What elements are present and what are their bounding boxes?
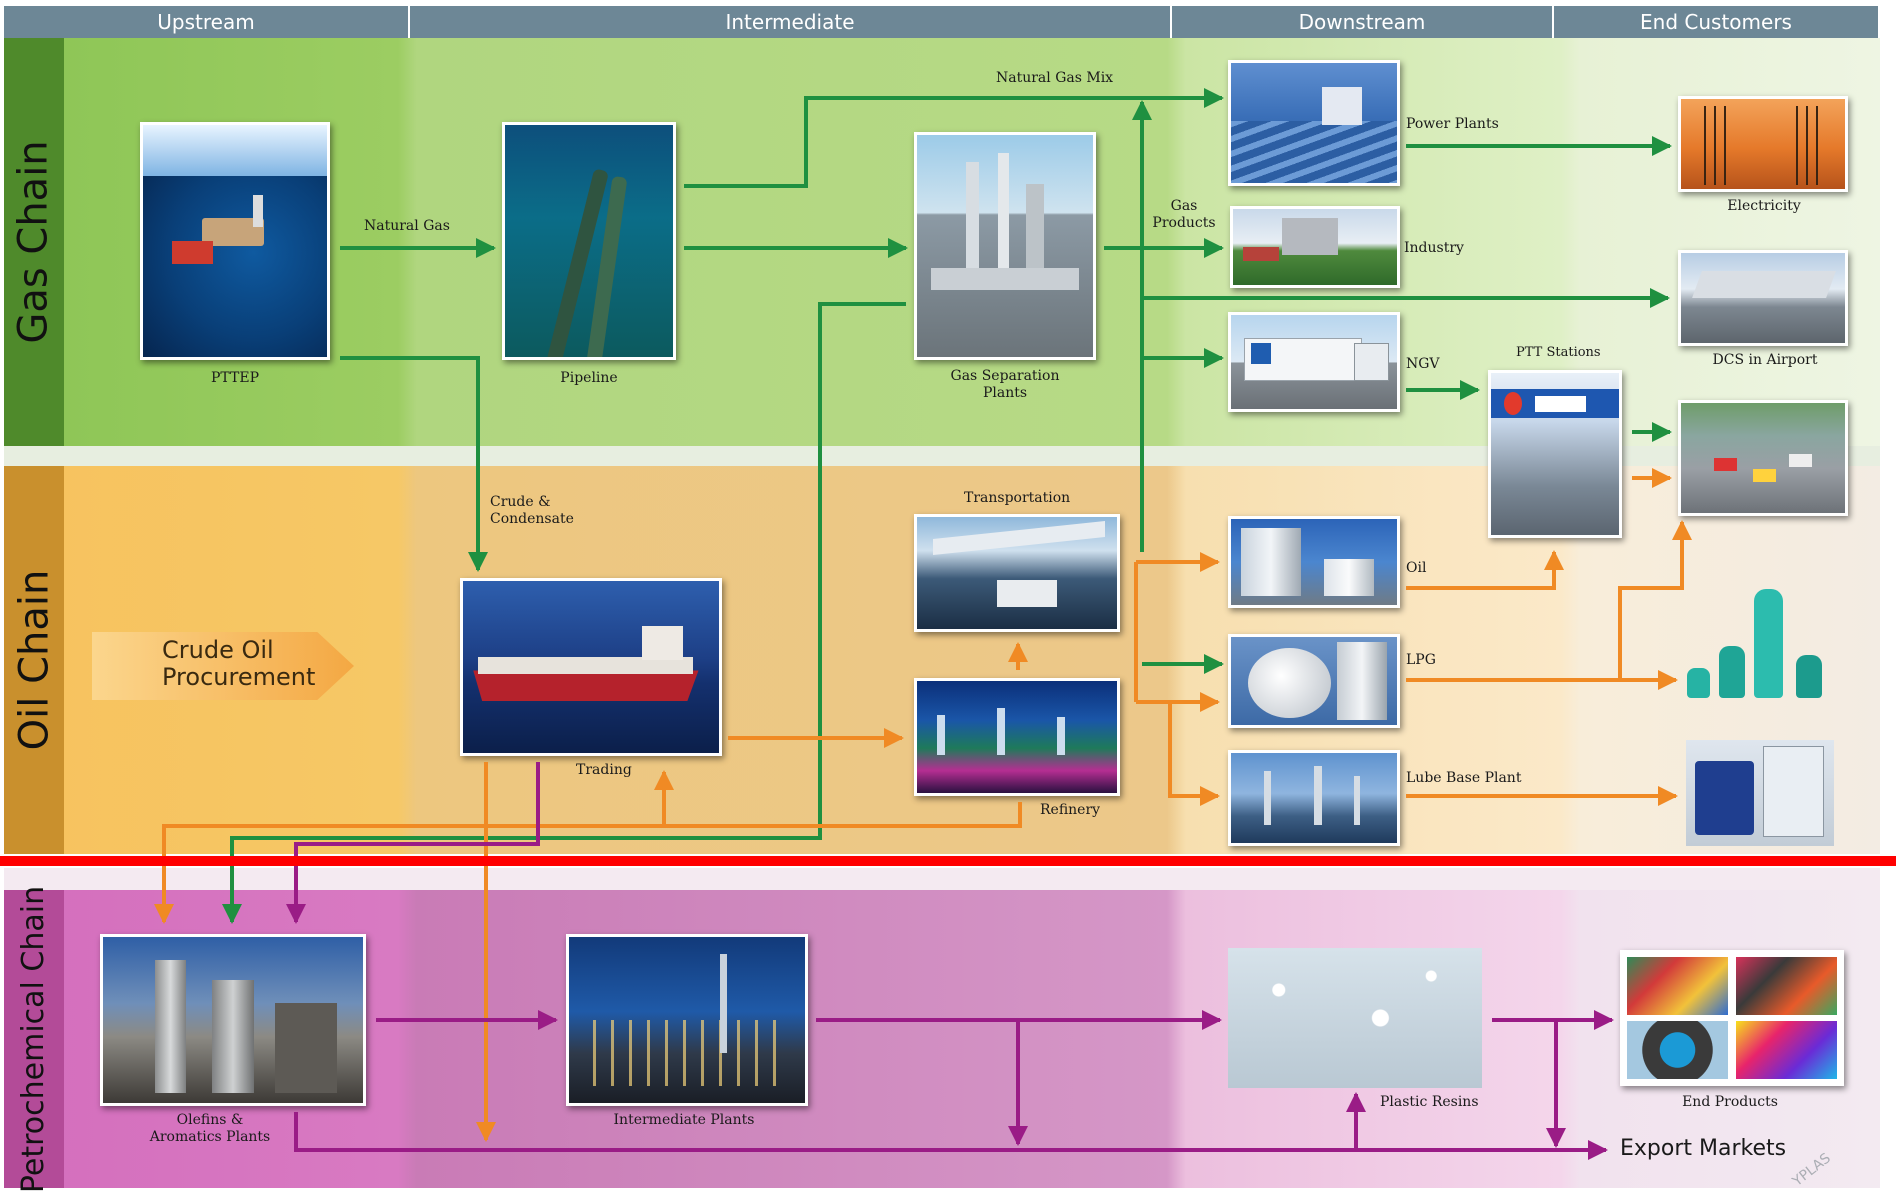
pttep-image bbox=[140, 122, 330, 360]
transportation-image bbox=[914, 514, 1120, 632]
ptt-stations-image bbox=[1488, 370, 1622, 538]
label-industry: Industry bbox=[1404, 240, 1464, 256]
oil-chain-side: Oil Chain bbox=[4, 466, 64, 854]
arrow-oil-to-ptt bbox=[1406, 550, 1564, 590]
column-header-downstream: Downstream bbox=[1172, 6, 1552, 38]
lpg-image bbox=[1228, 634, 1400, 728]
column-header-upstream: Upstream bbox=[4, 6, 408, 38]
gas-chain-side: Gas Chain bbox=[4, 38, 64, 446]
label-ptt-stations: PTT Stations bbox=[1516, 345, 1601, 360]
arrow-export-line bbox=[294, 1112, 1608, 1160]
oil-tanks-image bbox=[1228, 516, 1400, 608]
arrow-gsp-to-petro bbox=[222, 302, 906, 924]
label-gas-separation-plants: Gas Separation Plants bbox=[950, 368, 1060, 401]
crude-oil-procurement-badge bbox=[92, 632, 354, 700]
crude-oil-procurement-label: Crude Oil Procurement bbox=[162, 636, 316, 691]
label-intermediate-plants: Intermediate Plants bbox=[613, 1112, 755, 1128]
label-transportation: Transportation bbox=[964, 490, 1071, 506]
label-pipeline: Pipeline bbox=[560, 370, 618, 386]
dcs-airport-image bbox=[1678, 250, 1848, 346]
arrow-to-lube bbox=[1136, 700, 1220, 806]
label-lpg: LPG bbox=[1406, 652, 1436, 668]
label-lube-base-plant: Lube Base Plant bbox=[1406, 770, 1522, 786]
label-oil: Oil bbox=[1406, 560, 1427, 576]
gas-oil-separator bbox=[4, 446, 1880, 466]
label-end-products: End Products bbox=[1682, 1094, 1778, 1110]
red-divider-line bbox=[0, 856, 1896, 866]
power-plants-image bbox=[1228, 60, 1400, 186]
oil-petro-separator bbox=[4, 868, 1880, 890]
label-gas-products: Gas Products bbox=[1152, 198, 1216, 231]
gas-separation-plants-image bbox=[914, 132, 1096, 360]
label-olefins-aromatics: Olefins & Aromatics Plants bbox=[149, 1112, 271, 1145]
pipeline-image bbox=[502, 122, 676, 360]
lube-products-image bbox=[1686, 740, 1834, 846]
lpg-cylinders-image bbox=[1684, 584, 1844, 698]
traffic-image bbox=[1678, 400, 1848, 516]
electricity-image bbox=[1678, 96, 1848, 192]
column-header-intermediate: Intermediate bbox=[410, 6, 1170, 38]
arrow-pttep-crude-down bbox=[340, 356, 488, 572]
arrow-natural-gas-mix bbox=[684, 88, 1224, 188]
label-refinery: Refinery bbox=[1040, 802, 1101, 818]
olefins-aromatics-image bbox=[100, 934, 366, 1106]
arrow-lpg-to-traffic bbox=[1618, 520, 1692, 680]
label-crude-condensate: Crude & Condensate bbox=[490, 494, 574, 527]
label-natural-gas-mix: Natural Gas Mix bbox=[996, 70, 1114, 86]
label-pttep: PTTEP bbox=[211, 370, 259, 386]
trading-image bbox=[460, 578, 722, 756]
end-products-image bbox=[1620, 950, 1844, 1086]
plastic-resins-image bbox=[1228, 948, 1482, 1088]
refinery-image bbox=[914, 678, 1120, 796]
intermediate-plants-image bbox=[566, 934, 808, 1106]
label-electricity: Electricity bbox=[1727, 198, 1801, 214]
label-trading: Trading bbox=[576, 762, 632, 778]
ngv-image bbox=[1228, 312, 1400, 412]
lube-base-plant-image bbox=[1228, 750, 1400, 846]
arrow-refinery-loop bbox=[154, 802, 1022, 924]
arrow-trading-to-petro bbox=[286, 762, 540, 924]
label-natural-gas: Natural Gas bbox=[364, 218, 450, 234]
column-header-end-customers: End Customers bbox=[1554, 6, 1878, 38]
label-export-markets: Export Markets bbox=[1620, 1136, 1787, 1161]
label-ngv: NGV bbox=[1406, 356, 1440, 372]
label-power-plants: Power Plants bbox=[1406, 116, 1499, 132]
industry-image bbox=[1230, 206, 1400, 288]
label-dcs-airport: DCS in Airport bbox=[1712, 352, 1818, 368]
petrochemical-chain-side: Petrochemical Chain bbox=[4, 885, 64, 1193]
label-plastic-resins: Plastic Resins bbox=[1380, 1094, 1479, 1110]
